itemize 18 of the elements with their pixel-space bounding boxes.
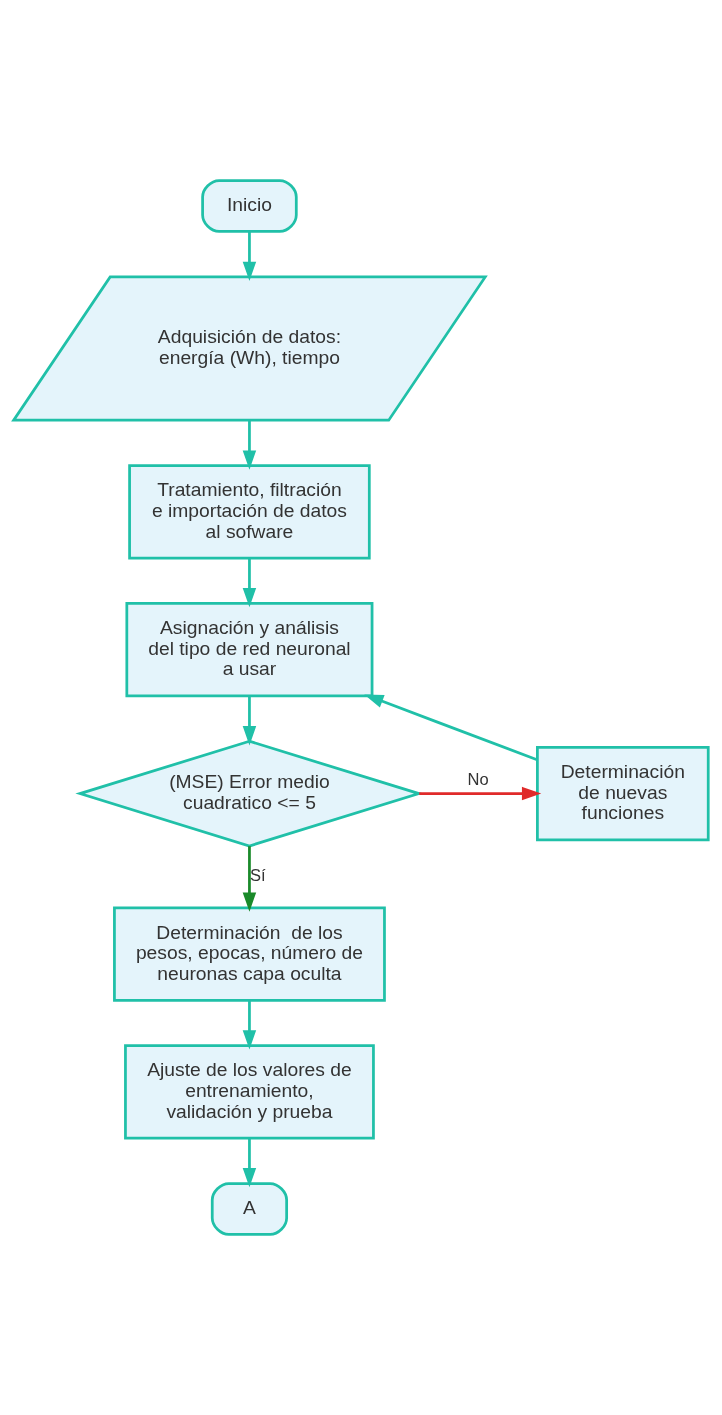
node-box: Determinación de nuevas funciones [536, 746, 710, 842]
edge-label: No [467, 769, 489, 789]
arrow [242, 1000, 257, 1050]
edge-label: Sí [249, 866, 266, 886]
node-box: Determinación de los pesos, epocas, número de neuronas capa oculta [113, 906, 386, 1002]
node-box: Asignación y análisis del tipo de red neuronal a usar [125, 602, 374, 698]
arrow [242, 420, 257, 470]
arrow [242, 846, 257, 912]
node-box: A [210, 1182, 288, 1236]
arrow [242, 558, 257, 608]
arrow [242, 696, 257, 746]
arrow [242, 1138, 257, 1188]
arrow [242, 231, 257, 282]
arrow [419, 786, 542, 801]
node-box: Inicio [201, 179, 298, 233]
arrow [364, 694, 538, 762]
node-box: Tratamiento, filtración e importación de datos al sofware [128, 464, 371, 560]
node-box: Ajuste de los valores de entrenamiento, validación y prueba [124, 1044, 375, 1140]
